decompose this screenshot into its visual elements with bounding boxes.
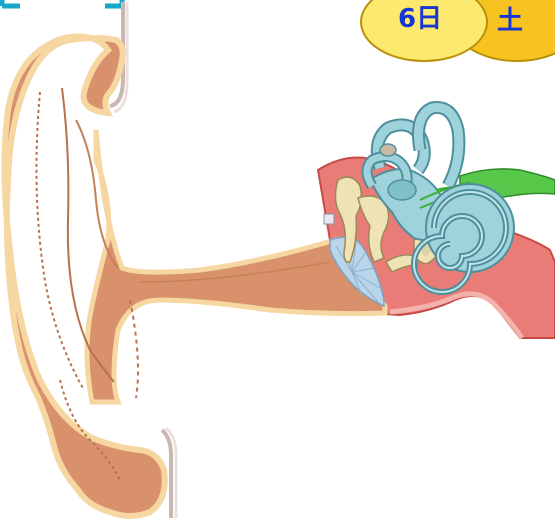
utricle xyxy=(388,180,416,200)
helix-fold xyxy=(36,92,84,390)
cut-off-bracket xyxy=(2,0,122,6)
tragus-fold xyxy=(130,300,138,398)
ampulla xyxy=(380,144,396,156)
tensor-tympani xyxy=(324,214,334,224)
date-weekday-text: 土 xyxy=(497,8,523,34)
date-day-text: 6日 xyxy=(398,6,442,32)
